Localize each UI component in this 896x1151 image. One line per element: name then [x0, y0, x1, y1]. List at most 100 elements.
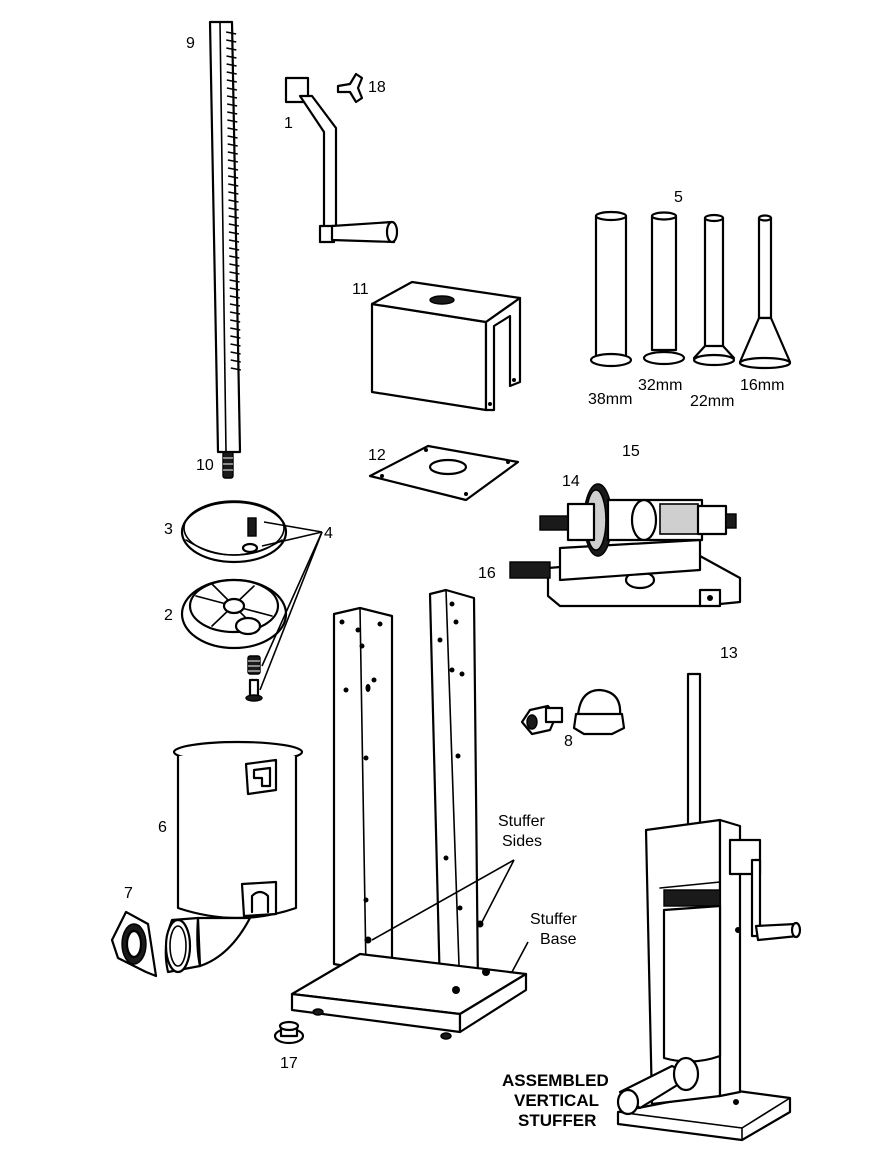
callout-9: 9: [186, 35, 195, 52]
stuffer-base: [290, 952, 528, 1040]
callout-7: 7: [124, 885, 133, 902]
part-3-plunger-disc: [180, 500, 288, 564]
rack-tooth: [226, 39, 237, 43]
rack-tooth: [226, 55, 237, 59]
rack-tooth: [226, 103, 238, 107]
rack-tooth: [227, 167, 239, 171]
part-17-rubber-foot: [273, 1020, 305, 1045]
assembled-caption-2: VERTICAL: [514, 1091, 599, 1110]
rack-tooth: [226, 71, 237, 75]
assembled-caption-1: ASSEMBLED: [502, 1071, 609, 1090]
rack-tooth: [230, 351, 241, 355]
part-4-spring-and-screw: [245, 655, 263, 702]
part-8-nut-and-cap: [520, 688, 626, 736]
rack-tooth: [230, 367, 241, 371]
rack-tooth: [227, 159, 239, 163]
rack-tooth: [227, 143, 238, 147]
rack-tooth: [226, 47, 237, 51]
tube-size-labels: 38mm 32mm 22mm 16mm: [588, 377, 784, 410]
rack-tooth: [228, 239, 240, 243]
part-6-outlet-elbow: [164, 916, 252, 974]
callout-2: 2: [164, 607, 173, 624]
caption-leader-lines: [371, 859, 529, 973]
rack-tooth: [229, 279, 240, 283]
part-6-cylinder: [172, 740, 304, 920]
rack-tooth: [229, 263, 240, 267]
callout-10: 10: [196, 457, 214, 474]
rack-tooth: [229, 287, 240, 291]
part-16-drive-shafts: [509, 515, 569, 579]
rack-tooth: [230, 319, 241, 323]
callout-12: 12: [368, 447, 386, 464]
tube-size-16mm: 16mm: [740, 377, 784, 394]
callout-4: 4: [324, 525, 333, 542]
rack-tooth: [226, 63, 237, 67]
callout-18: 18: [368, 79, 386, 96]
part-18-wing-nut: [336, 72, 364, 104]
part-4-leader-lines: [259, 521, 323, 691]
part-15-gear-shaft-assembly: [566, 498, 737, 542]
rack-tooth: [227, 127, 238, 131]
stuffer-side-left: [332, 606, 394, 972]
tube-size-38mm: 38mm: [588, 391, 632, 408]
callout-6: 6: [158, 819, 167, 836]
rack-tooth: [228, 199, 239, 203]
tube-size-32mm: 32mm: [638, 377, 682, 394]
rack-tooth: [230, 343, 241, 347]
caption-labels: Stuffer Sides Stuffer Base ASSEMBLED VER…: [498, 813, 609, 1130]
rack-tooth: [228, 247, 240, 251]
rack-tooth: [229, 271, 240, 275]
assembled-caption-3: STUFFER: [518, 1111, 596, 1130]
rack-tooth: [228, 215, 239, 219]
assembled-stuffer: [616, 672, 802, 1142]
rack-tooth: [225, 31, 237, 35]
part-11-top-cover: [370, 280, 522, 412]
rack-tooth: [228, 231, 240, 235]
rack-tooth: [227, 175, 239, 179]
callout-15: 15: [622, 443, 640, 460]
rack-tooth: [228, 207, 239, 211]
rack-tooth: [229, 295, 240, 299]
callout-8: 8: [564, 733, 573, 750]
callout-17: 17: [280, 1055, 298, 1072]
part-13-gearbox-frame: [546, 538, 742, 608]
rack-tooth: [227, 119, 238, 123]
rack-tooth: [226, 95, 238, 99]
rack-tooth: [230, 327, 241, 331]
part-2-piston-holder: [180, 578, 288, 650]
rack-tooth: [227, 151, 238, 155]
callout-14: 14: [562, 473, 580, 490]
stuffer-side-right: [428, 588, 484, 996]
rack-tooth: [229, 255, 240, 259]
stuffer-sides-caption-1: Stuffer: [498, 813, 546, 830]
part-5-filling-tubes: [589, 210, 792, 370]
rack-tooth: [227, 111, 238, 115]
part-10-spring-pin: [222, 451, 234, 479]
part-9-rack-rod: [208, 20, 242, 454]
rack-tooth: [230, 335, 241, 339]
stuffer-sides-caption-2: Sides: [502, 833, 542, 850]
rack-tooth: [228, 183, 239, 187]
rack-tooth: [229, 303, 241, 307]
part-1-crank-handle: [284, 76, 399, 244]
callout-3: 3: [164, 521, 173, 538]
callout-16: 16: [478, 565, 496, 582]
callout-labels: 9 18 1 5 11 12 10 15 14 3 4 16 2 13 8 6 …: [124, 35, 738, 1072]
callout-11: 11: [352, 281, 369, 298]
callout-1: 1: [284, 115, 293, 132]
part-7-outlet-nut: [110, 910, 158, 978]
rack-tooth: [228, 191, 239, 195]
rack-tooth: [229, 311, 241, 315]
rack-tooth: [228, 223, 239, 227]
rack-tooth: [230, 359, 241, 363]
rack-tooth: [226, 79, 237, 83]
stuffer-base-caption-1: Stuffer: [530, 911, 578, 928]
callout-13: 13: [720, 645, 738, 662]
rack-tooth: [226, 87, 238, 91]
tube-size-22mm: 22mm: [690, 393, 734, 410]
stuffer-base-caption-2: Base: [540, 931, 577, 948]
callout-5: 5: [674, 189, 683, 206]
part-12-plate: [368, 444, 520, 502]
rack-tooth: [227, 135, 238, 139]
